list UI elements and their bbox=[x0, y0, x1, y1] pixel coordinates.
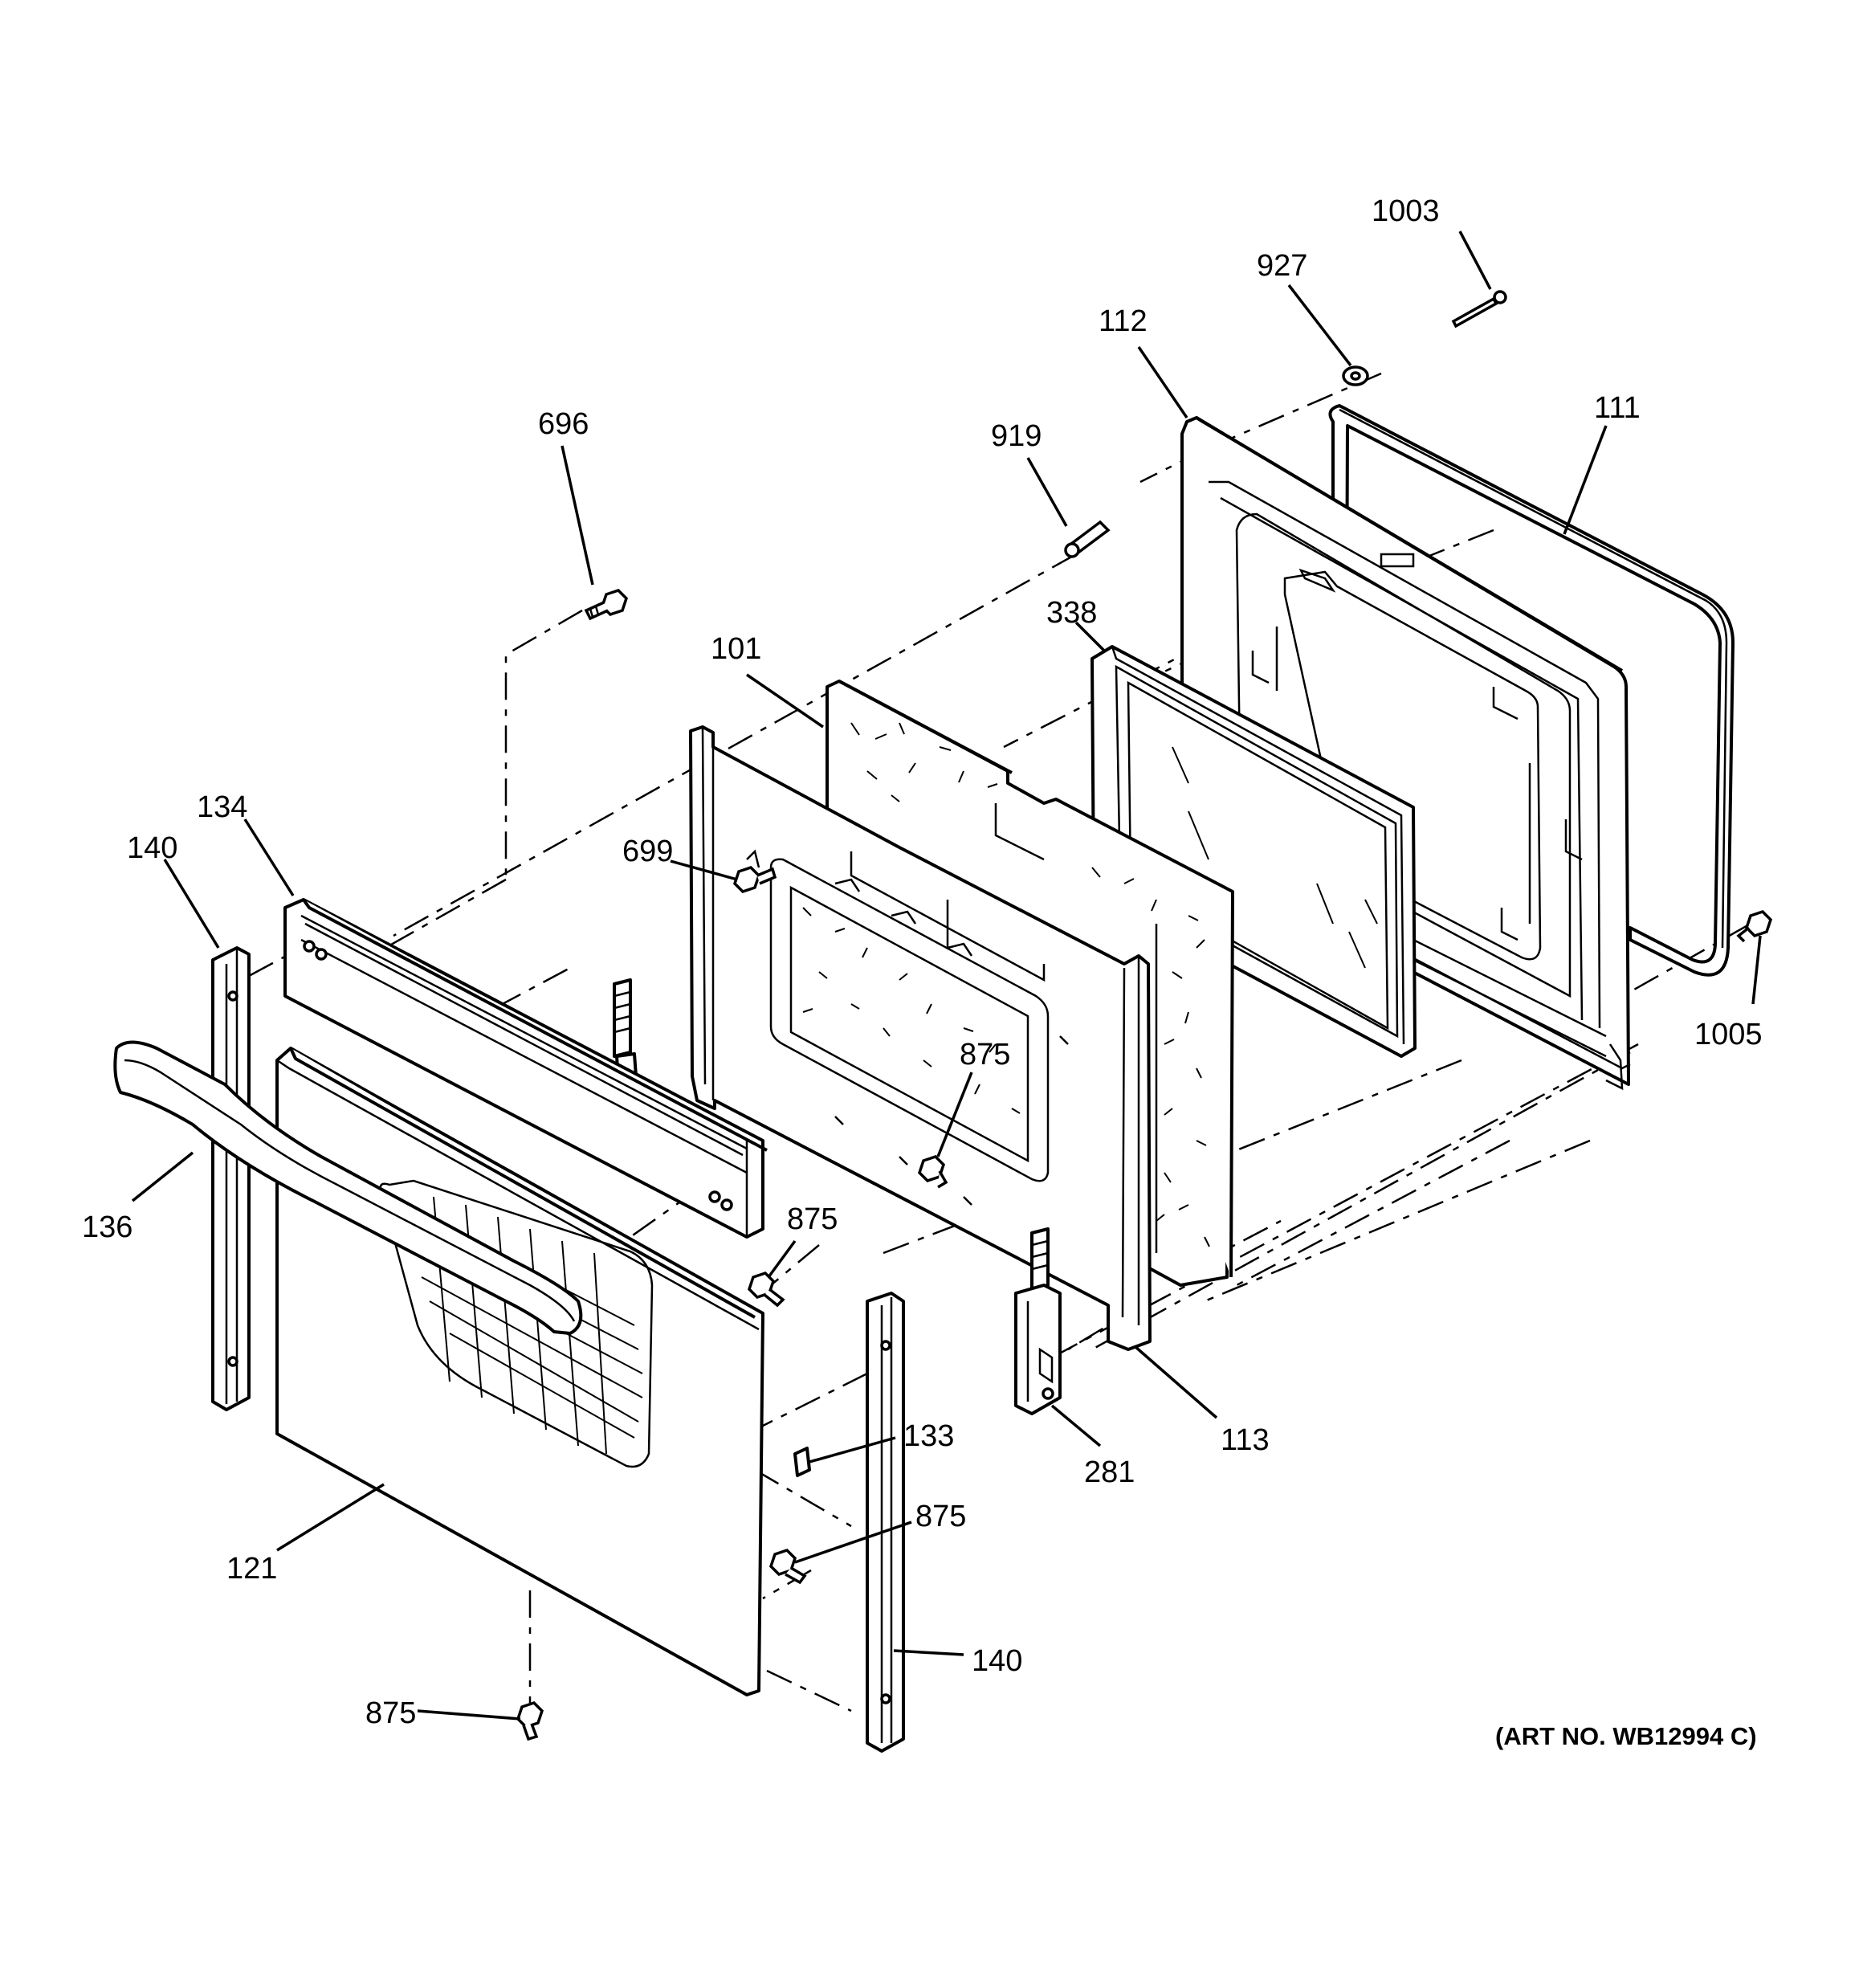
callout-121: 121 bbox=[226, 1552, 277, 1586]
door-gasket-111 bbox=[1328, 404, 1735, 977]
screw-696 bbox=[584, 588, 629, 621]
leader-lines bbox=[131, 231, 1762, 1721]
washer-927 bbox=[1342, 365, 1369, 386]
clip-133 bbox=[793, 1447, 811, 1477]
callout-136: 136 bbox=[82, 1210, 132, 1244]
callout-133: 133 bbox=[903, 1419, 954, 1453]
door-top-trim-134 bbox=[283, 898, 768, 1239]
screw-875-mid bbox=[917, 1154, 948, 1189]
panel-insulation-texture bbox=[802, 907, 1021, 1114]
callout-140-bottom: 140 bbox=[972, 1644, 1022, 1678]
callout-labels: 1003 927 112 111 919 696 338 101 134 140… bbox=[82, 194, 1763, 1730]
pin-1003 bbox=[1451, 290, 1507, 329]
callout-101: 101 bbox=[711, 632, 761, 666]
screw-875-bottom bbox=[516, 1700, 544, 1741]
callout-134: 134 bbox=[197, 790, 247, 824]
callout-1003: 1003 bbox=[1372, 194, 1440, 228]
callout-113: 113 bbox=[1221, 1423, 1270, 1457]
callout-281: 281 bbox=[1084, 1455, 1135, 1489]
callout-875-mid: 875 bbox=[960, 1038, 1010, 1072]
callout-696: 696 bbox=[538, 407, 589, 441]
callout-338: 338 bbox=[1046, 596, 1097, 630]
callout-112: 112 bbox=[1099, 304, 1148, 338]
inner-door-panel-113 bbox=[689, 725, 1152, 1351]
art-number: (ART NO. WB12994 C) bbox=[1495, 1722, 1757, 1750]
callout-927: 927 bbox=[1257, 249, 1307, 283]
screw-875-lower bbox=[768, 1548, 807, 1585]
callout-875-bottom: 875 bbox=[365, 1696, 416, 1730]
door-handle-136 bbox=[113, 1040, 583, 1335]
side-trim-140-right bbox=[866, 1292, 905, 1753]
callout-919: 919 bbox=[991, 419, 1042, 453]
screw-919 bbox=[1064, 520, 1111, 558]
callout-875-left: 875 bbox=[787, 1202, 838, 1236]
callout-875-lower: 875 bbox=[915, 1500, 966, 1533]
insulation-texture bbox=[850, 722, 1210, 1247]
callout-699: 699 bbox=[622, 835, 673, 868]
callout-140-top: 140 bbox=[127, 831, 177, 865]
side-trim-140-left bbox=[211, 946, 251, 1411]
hinge-281 bbox=[1014, 1227, 1062, 1415]
callout-1005: 1005 bbox=[1694, 1018, 1763, 1051]
callout-111: 111 bbox=[1594, 391, 1641, 425]
screw-1005 bbox=[1736, 909, 1773, 943]
screw-875-left bbox=[747, 1271, 785, 1308]
screw-699 bbox=[732, 865, 777, 894]
